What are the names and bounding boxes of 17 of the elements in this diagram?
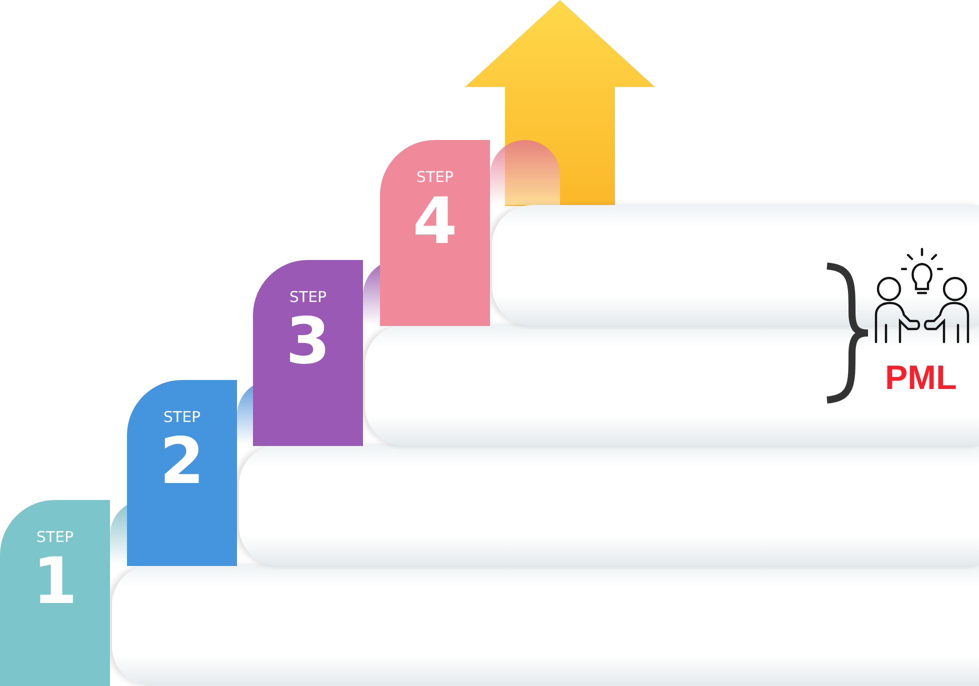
- step-number: 1: [32, 546, 78, 618]
- step-tab: [253, 260, 363, 446]
- step-tab: [127, 380, 237, 566]
- step-tab: [0, 500, 110, 686]
- stair-step: [365, 325, 979, 446]
- step-number: 3: [284, 306, 332, 378]
- step-label: STEP: [415, 168, 455, 186]
- step-label: STEP: [35, 528, 75, 546]
- step-tab: [380, 140, 490, 326]
- step-number: 2: [158, 426, 206, 498]
- step-label: STEP: [162, 408, 202, 426]
- stair-step: [239, 445, 979, 566]
- caption-text: PML: [885, 358, 957, 398]
- stair-step: [492, 205, 979, 326]
- step-number: 4: [412, 186, 458, 258]
- stair-step: [112, 565, 979, 686]
- step-label: STEP: [288, 288, 328, 306]
